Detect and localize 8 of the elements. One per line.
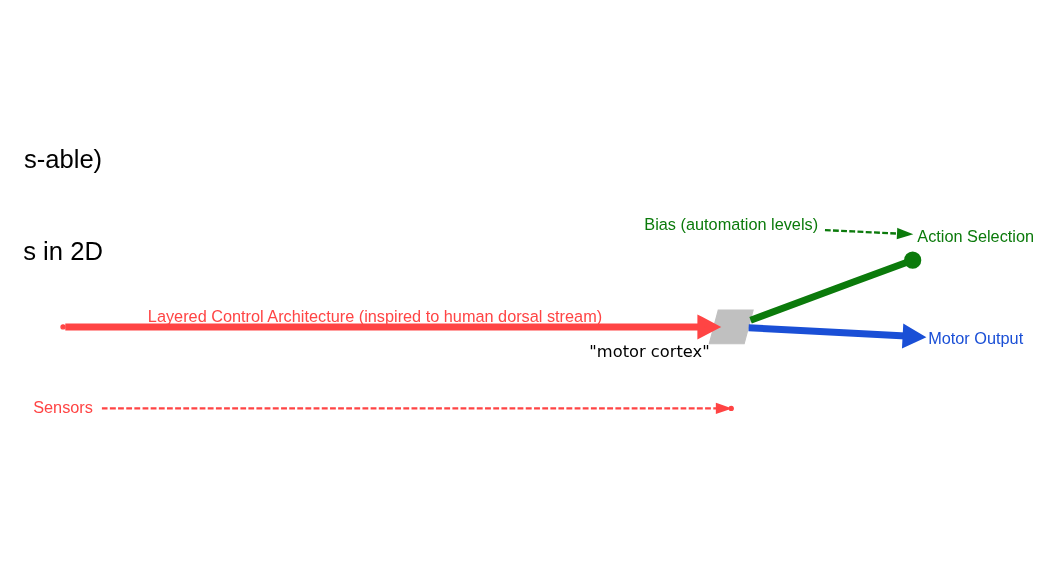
node-text: Action Selection: [917, 226, 1035, 245]
node-text: Bias (automation levels): [644, 214, 819, 233]
node-text: Sensors: [33, 397, 93, 416]
label: s-able): [23, 144, 103, 173]
node-text: Motor Output: [928, 328, 1024, 347]
label: s in 2D: [23, 236, 103, 265]
node-label: "motor cortex": [589, 341, 710, 361]
edge-label: Layered Control Architecture (inspired to human dorsal stream): [147, 306, 603, 325]
